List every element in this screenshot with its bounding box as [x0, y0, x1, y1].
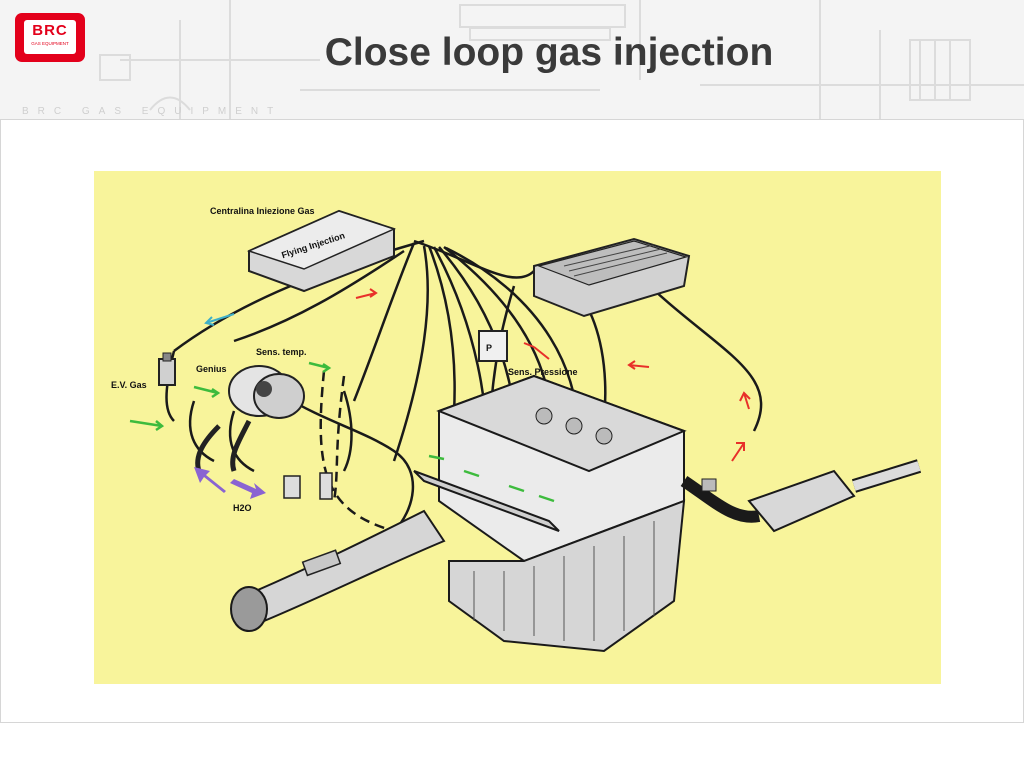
- gas-ecu: Flying Injection: [246, 209, 397, 293]
- temperature-sensors: [283, 472, 333, 500]
- flow-arrows: [129, 288, 751, 503]
- water-arrows: [194, 467, 266, 499]
- header-band: BRC GAS EQUIPMENT Close loop gas injecti…: [0, 0, 1024, 120]
- page-title: Close loop gas injection: [324, 31, 774, 74]
- logo-subtitle: GAS EQUIPMENT: [31, 41, 69, 46]
- label-genius: Genius: [196, 364, 227, 374]
- engine-block: [413, 374, 687, 653]
- genius-reducer: [195, 365, 305, 472]
- label-ev-gas: E.V. Gas: [111, 380, 147, 390]
- brand-tagline: BRC GAS EQUIPMENT: [22, 106, 283, 117]
- engine-illustration: Flying Injection P: [111, 206, 922, 653]
- ev-gas-valve: [158, 352, 176, 386]
- blueprint-background: [99, 0, 1024, 120]
- svg-text:P: P: [486, 343, 492, 353]
- label-sens-pressione: Sens. Pressione: [508, 367, 578, 377]
- gas-injection-diagram: Flying Injection P: [94, 171, 941, 684]
- exhaust-system: [680, 459, 922, 533]
- brc-logo: BRC GAS EQUIPMENT: [15, 13, 85, 62]
- logo-mark: BRC: [32, 22, 68, 39]
- pressure-sensor: P: [478, 330, 508, 362]
- label-sens-temp: Sens. temp.: [256, 347, 307, 357]
- air-intake: [230, 509, 446, 632]
- label-water: H2O: [233, 503, 252, 513]
- logo-badge: BRC GAS EQUIPMENT: [24, 20, 76, 54]
- label-ecu: Centralina Iniezione Gas: [210, 206, 315, 216]
- petrol-ecu: [533, 237, 691, 318]
